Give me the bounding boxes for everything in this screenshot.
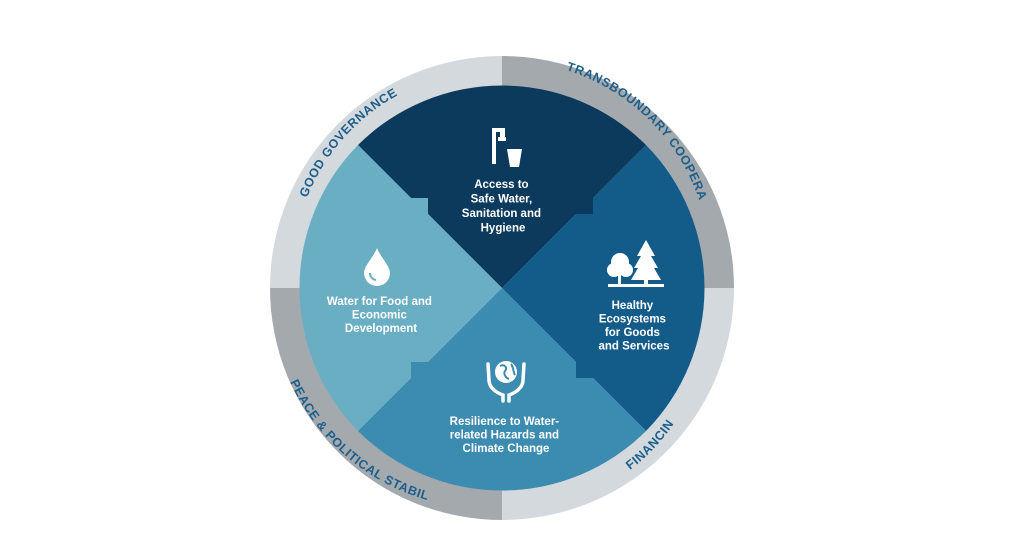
segment-left <box>299 145 502 431</box>
segment-label-bottom-line: related Hazards and <box>450 430 559 442</box>
segment-label-top-line: Access to <box>474 179 528 191</box>
segment-bottom <box>358 288 646 491</box>
segment-label-bottom: Resilience to Water- related Hazards and… <box>450 416 563 455</box>
segment-label-right: Healthy Ecosystems for Goods and Service… <box>599 300 670 353</box>
inner-circle <box>299 85 705 491</box>
segment-top <box>358 85 646 288</box>
segment-label-top-line: Hygiene <box>481 223 526 235</box>
segment-label-left-line: Economic <box>352 310 408 322</box>
globe-in-hands-icon <box>486 361 526 403</box>
segment-label-bottom-line: Resilience to Water- <box>450 416 560 428</box>
segment-label-left-line: Water for Food and <box>327 296 432 308</box>
segment-label-right-line: Healthy <box>612 300 654 312</box>
segment-label-left-line: Development <box>345 323 417 335</box>
segment-right <box>502 145 705 431</box>
trees-icon <box>607 240 664 287</box>
water-tap-icon <box>492 128 522 167</box>
segment-label-bottom-line: Climate Change <box>463 443 550 455</box>
segment-label-left: Water for Food and Economic Development <box>327 296 435 335</box>
segment-label-top-line: Safe Water, <box>471 194 533 206</box>
segment-label-right-line: for Goods <box>605 327 660 339</box>
segment-label-top: Access to Safe Water, Sanitation and Hyg… <box>462 179 544 235</box>
water-drop-icon <box>364 248 390 286</box>
segment-label-right-line: Ecosystems <box>599 314 666 326</box>
segment-label-right-line: and Services <box>599 341 670 353</box>
segment-label-top-line: Sanitation and <box>462 208 541 220</box>
